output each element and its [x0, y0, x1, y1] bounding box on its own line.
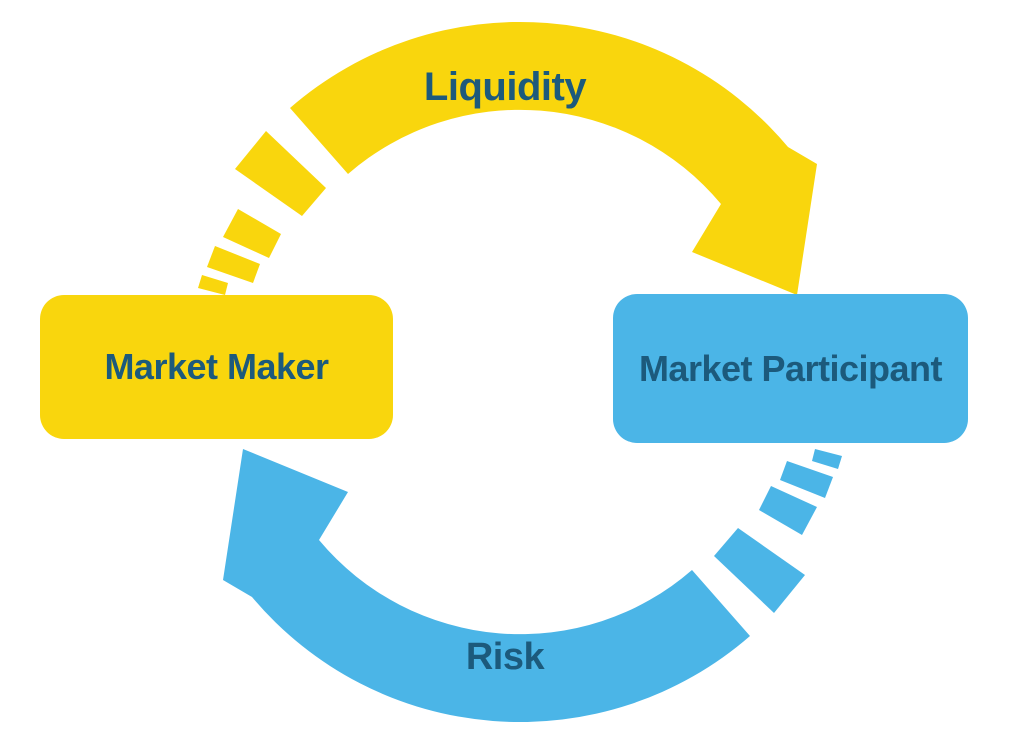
- market-participant-label: Market Participant: [638, 347, 943, 389]
- market-maker-label: Market Maker: [104, 346, 329, 387]
- market-participant-node: Market Participant: [613, 294, 968, 443]
- risk-label: Risk: [465, 635, 545, 678]
- market-maker-node: Market Maker: [40, 295, 393, 439]
- risk-arrow: [223, 449, 842, 723]
- liquidity-label: Liquidity: [423, 64, 587, 109]
